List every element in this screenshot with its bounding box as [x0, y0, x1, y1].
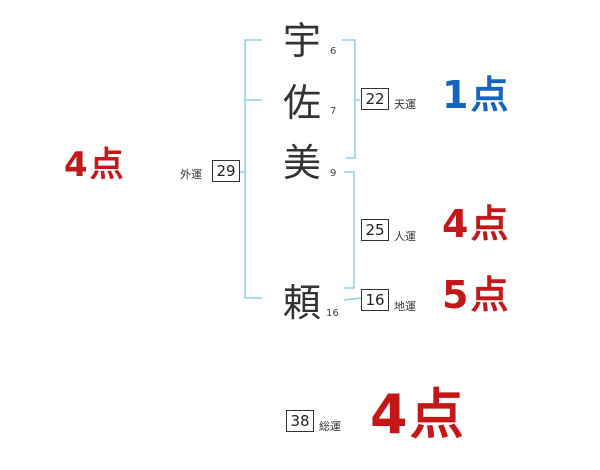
- tenkaku-score: 1点: [442, 73, 511, 117]
- chikaku-value: 16: [361, 289, 389, 311]
- chikaku-link: [343, 297, 362, 301]
- name-char-3: 美: [283, 141, 322, 185]
- tenkaku-bracket: [342, 39, 356, 159]
- stroke-count-3: 9: [330, 168, 337, 179]
- jinkaku-bracket: [344, 171, 355, 289]
- name-char-4: 頼: [283, 281, 322, 325]
- stroke-count-2: 7: [330, 106, 337, 117]
- gaikaku-label: 外運: [180, 168, 202, 181]
- gaikaku-value: 29: [212, 160, 240, 182]
- name-char-2: 佐: [283, 81, 322, 125]
- jinkaku-label: 人運: [394, 230, 416, 243]
- gaikaku-score: 4点: [64, 145, 126, 185]
- chikaku-score: 5点: [442, 273, 511, 317]
- tenkaku-label: 天運: [394, 98, 416, 111]
- soukaku-label: 総運: [319, 420, 341, 433]
- jinkaku-value: 25: [361, 219, 389, 241]
- soukaku-score: 4点: [370, 383, 466, 446]
- soukaku-value: 38: [286, 410, 314, 432]
- stroke-count-1: 6: [330, 46, 337, 57]
- chikaku-label: 地運: [394, 300, 416, 313]
- tenkaku-value: 22: [361, 88, 389, 110]
- jinkaku-score: 4点: [442, 202, 511, 246]
- stroke-count-4: 16: [326, 308, 339, 319]
- name-char-1: 宇: [283, 19, 322, 63]
- gaikaku-bracket: [244, 39, 262, 299]
